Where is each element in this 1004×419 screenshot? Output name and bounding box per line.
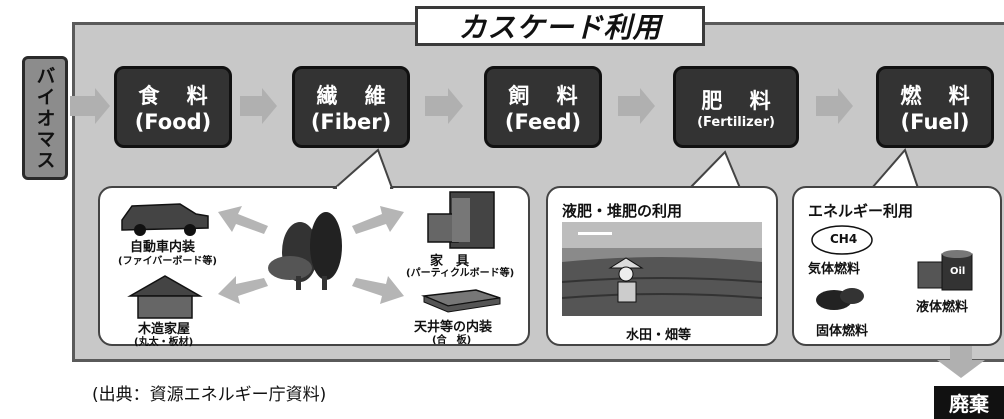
- ch4-label: CH4: [830, 232, 858, 246]
- arrow-food-fiber: [240, 88, 277, 124]
- stage-feed-en: (Feed): [504, 110, 582, 134]
- solid-fuel-label: 固体燃料: [816, 324, 869, 339]
- arrow-to-plywood: [352, 276, 404, 304]
- furniture-sub: (パーティクルボード等): [406, 268, 515, 279]
- stage-fiber-en: (Fiber): [310, 110, 392, 134]
- stage-food-en: (Food): [134, 110, 212, 134]
- stage-food: 食 料 (Food): [114, 66, 232, 148]
- car-sub: (ファイバーボード等): [118, 256, 217, 267]
- furniture-label: 家 具: [430, 254, 470, 269]
- fuel-heading: エネルギー利用: [808, 202, 914, 220]
- stage-fuel-jp: 燃 料: [900, 84, 980, 108]
- arrow-to-furniture: [352, 206, 404, 234]
- stage-fiber: 繊 維 (Fiber): [292, 66, 410, 148]
- title-text: カスケード利用: [458, 11, 662, 44]
- arrow-fiber-feed: [425, 88, 463, 124]
- farmer-icon: [608, 257, 644, 303]
- trees-icon: [268, 212, 342, 290]
- arrow-to-car: [218, 206, 268, 234]
- arrow-fuel-disposal: [937, 346, 985, 378]
- stage-fiber-jp: 繊 維: [316, 84, 396, 108]
- stage-fertilizer: 肥 料 (Fertilizer): [673, 66, 799, 148]
- oil-label: Oil: [950, 266, 966, 277]
- fertilizer-heading: 液肥・堆肥の利用: [562, 202, 683, 220]
- arrow-biomass-food: [70, 88, 110, 124]
- cloud-icon: [811, 225, 873, 255]
- diagram-title: カスケード利用: [415, 6, 705, 46]
- house-icon: [127, 275, 203, 319]
- arrow-feed-fertilizer: [618, 88, 655, 124]
- oil-drum-icon: [917, 250, 973, 291]
- biomass-box: バイオマス: [22, 56, 68, 180]
- arrow-fertilizer-fuel: [816, 88, 853, 124]
- stage-food-jp: 食 料: [138, 84, 218, 108]
- coal-icon: [816, 288, 864, 310]
- liquid-fuel-label: 液体燃料: [916, 300, 969, 315]
- ceiling-sub: (合 板): [432, 335, 472, 346]
- stage-fuel-en: (Fuel): [900, 110, 970, 134]
- stage-fertilizer-en: (Fertilizer): [697, 114, 775, 130]
- stage-fuel: 燃 料 (Fuel): [876, 66, 994, 148]
- biomass-label: バイオマス: [33, 65, 56, 171]
- car-label: 自動車内装: [130, 240, 196, 255]
- stage-feed: 飼 料 (Feed): [484, 66, 602, 148]
- furniture-icon: [427, 191, 495, 249]
- disposal-box: 廃棄: [934, 386, 1004, 419]
- ceiling-label: 天井等の内装: [414, 320, 493, 335]
- stage-fertilizer-jp: 肥 料: [701, 88, 781, 113]
- source-note: (出典：資源エネルギー庁資料): [92, 385, 327, 405]
- arrow-to-house: [218, 276, 268, 304]
- stage-feed-jp: 飼 料: [508, 84, 588, 108]
- field-illustration: [562, 222, 762, 316]
- house-sub: (丸太・板材): [134, 337, 194, 348]
- car-icon: [121, 203, 209, 236]
- fertilizer-caption: 水田・畑等: [626, 328, 692, 343]
- plywood-icon: [421, 289, 501, 313]
- gas-fuel-label: 気体燃料: [808, 262, 861, 277]
- house-label: 木造家屋: [138, 322, 191, 337]
